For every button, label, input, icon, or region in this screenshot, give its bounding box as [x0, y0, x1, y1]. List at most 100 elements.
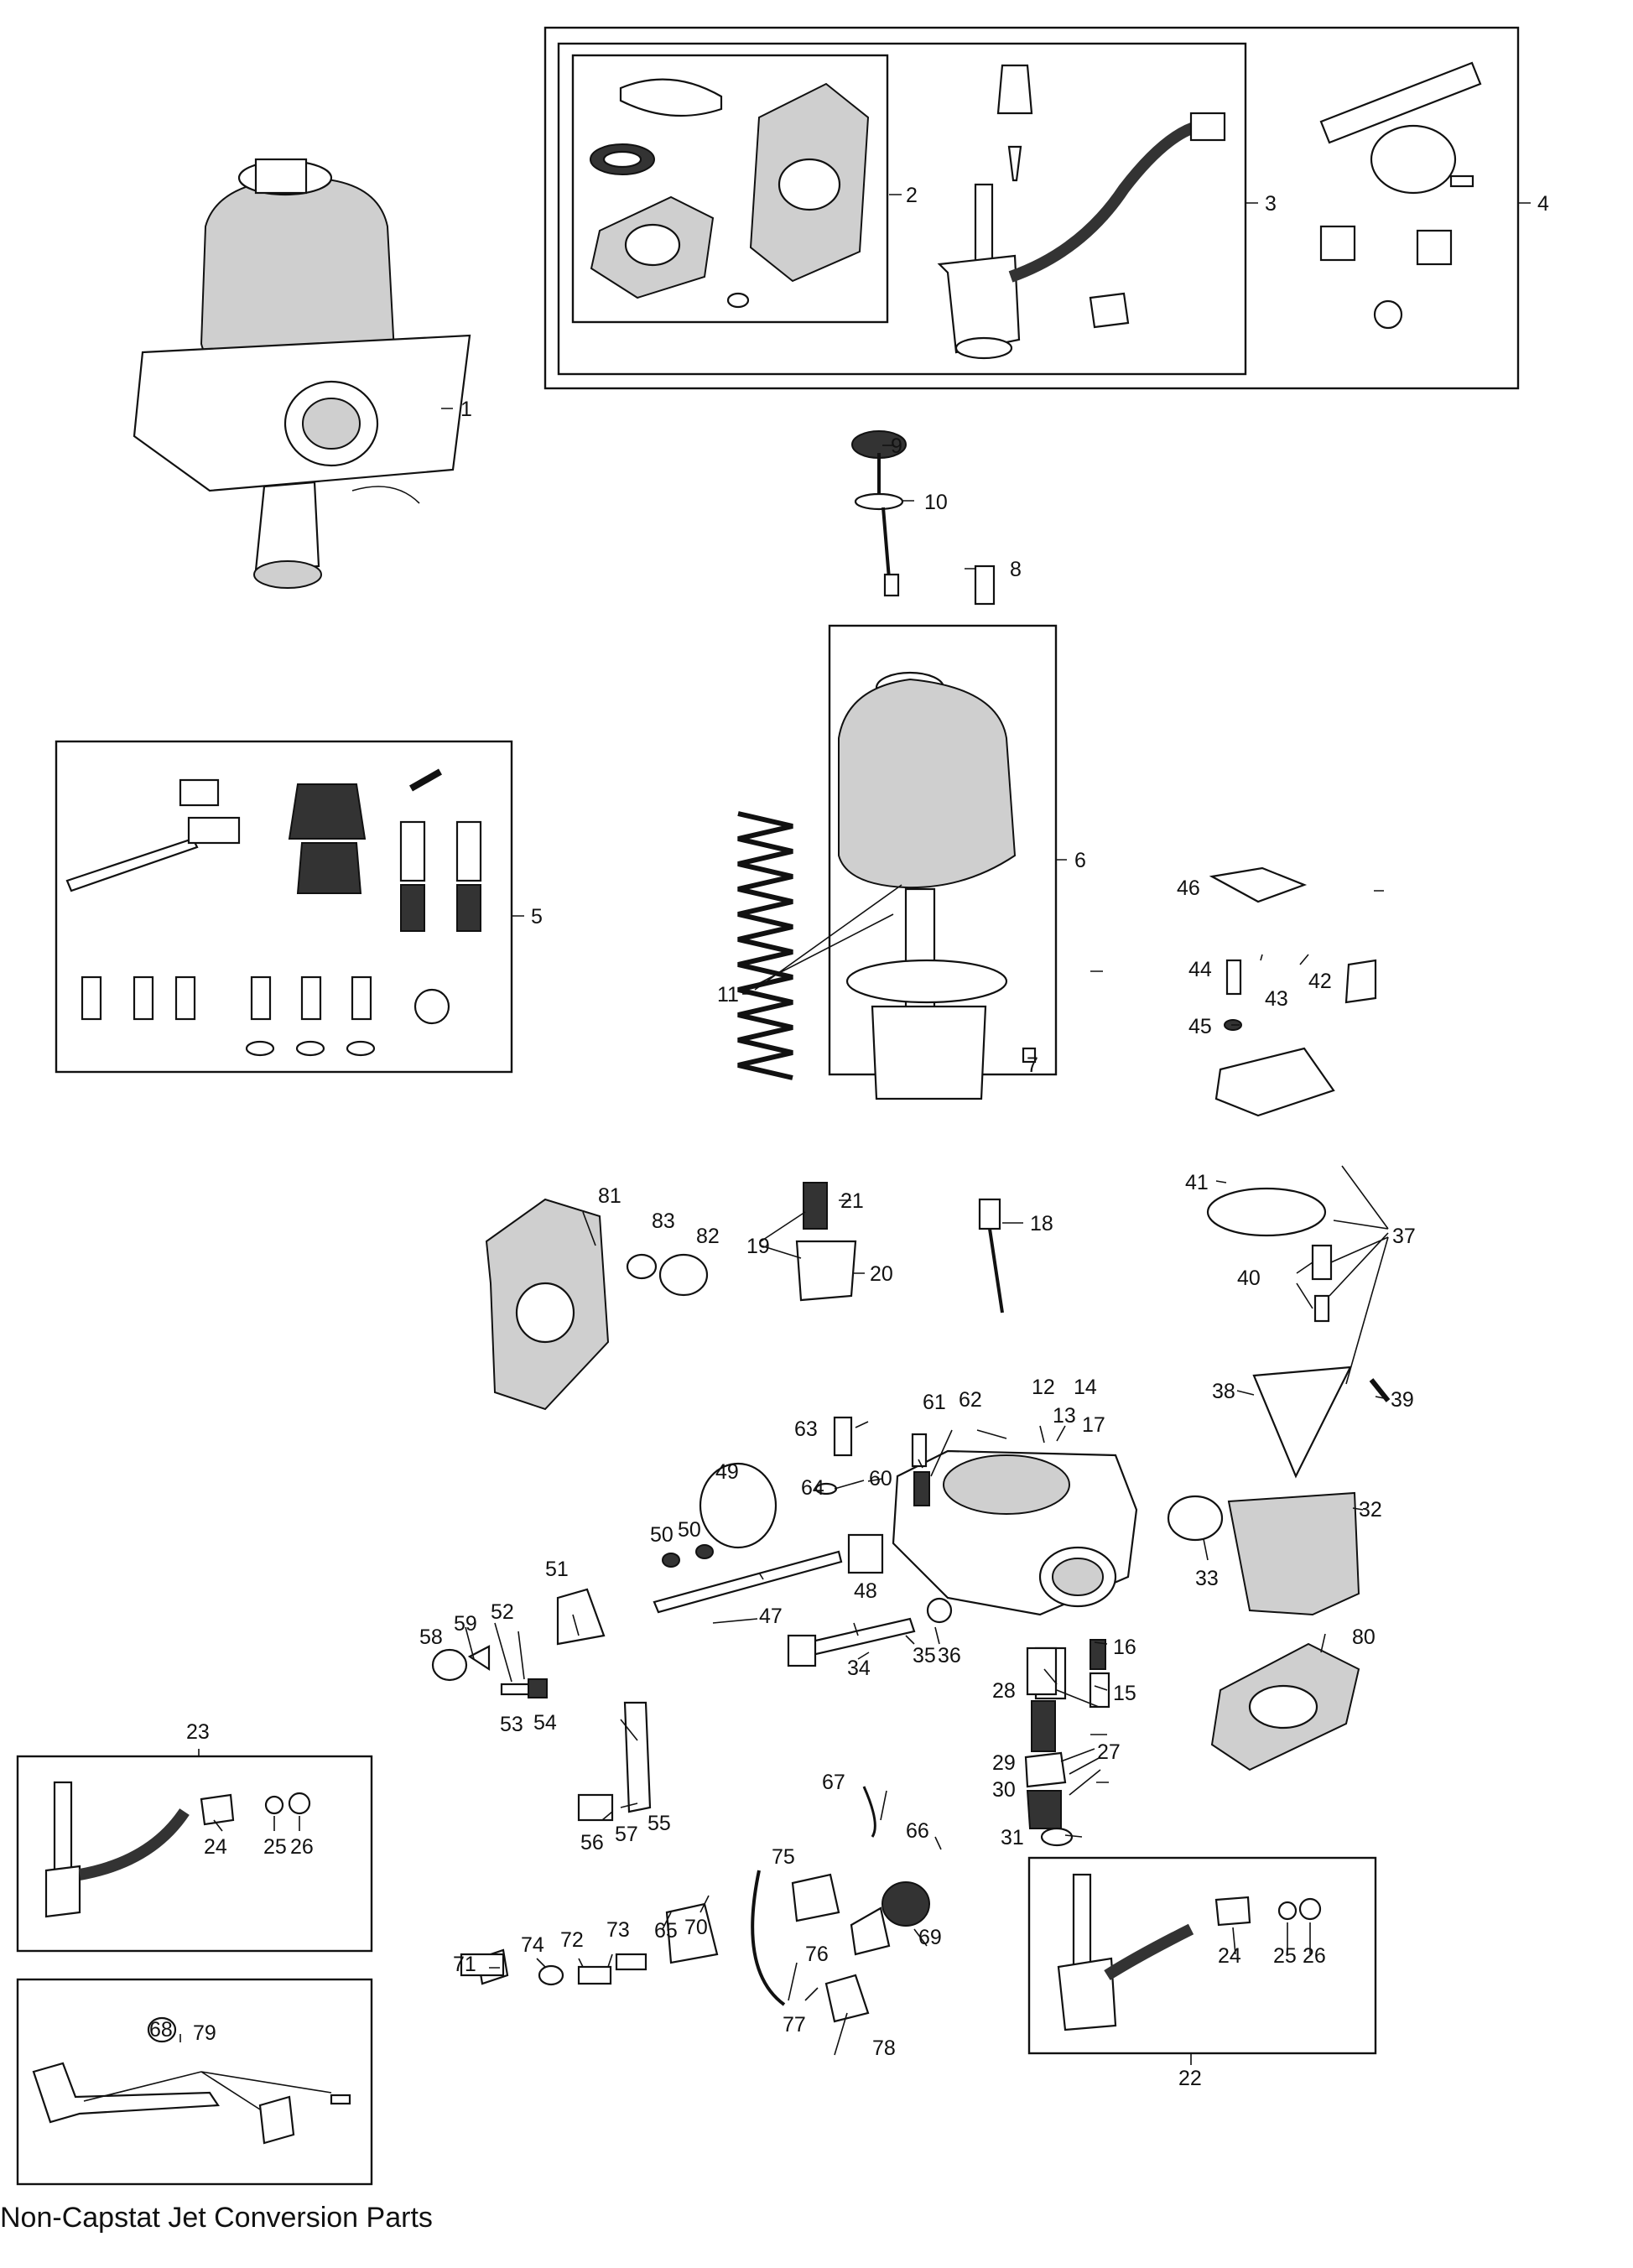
part-label: 12	[1032, 1376, 1055, 1399]
part-label: 18	[1030, 1212, 1053, 1235]
part-label: 10	[924, 491, 948, 514]
part-label: 59	[454, 1612, 477, 1636]
kit-group-box-3	[543, 26, 1520, 390]
part-label: 58	[419, 1626, 443, 1649]
part-label: 20	[870, 1262, 893, 1286]
part-label: 49	[715, 1460, 739, 1484]
part-label: 17	[1082, 1413, 1105, 1437]
bush-20-illustration	[795, 1240, 857, 1302]
jet-needle-18-illustration	[978, 1198, 1004, 1313]
part-label: 1	[460, 398, 472, 421]
part-label: 35	[913, 1644, 936, 1667]
part-label: 37	[1392, 1225, 1416, 1248]
part-label: 43	[1265, 987, 1288, 1011]
part-label: 75	[772, 1845, 795, 1869]
part-label: 32	[1359, 1498, 1382, 1522]
fast-idle-cam-illustration	[460, 1786, 930, 2023]
part-label: 36	[938, 1644, 961, 1667]
leader-lines	[83, 194, 1531, 2110]
part-label-repeat: 26	[1303, 1944, 1326, 1968]
part-label: 79	[193, 2021, 216, 2045]
part-label: 14	[1074, 1376, 1097, 1399]
part-label: 65	[654, 1919, 678, 1943]
part-label: 15	[1113, 1682, 1136, 1705]
part-label: 42	[1308, 970, 1332, 993]
part-label: 27	[1097, 1740, 1121, 1764]
jet-assembly-23-illustration	[44, 1781, 311, 1918]
float-chamber-illustration	[1167, 866, 1391, 1616]
part-label: 46	[1177, 877, 1200, 900]
part-label: 53	[500, 1713, 523, 1736]
part-label: 83	[652, 1209, 675, 1233]
part-label: 7	[1027, 1053, 1038, 1077]
part-label: 11	[717, 983, 739, 1007]
diagram-caption: Non-Capstat Jet Conversion Parts	[0, 2202, 433, 2234]
part-label: 47	[759, 1605, 783, 1628]
part-label: 54	[533, 1711, 557, 1735]
part-label: 56	[580, 1831, 604, 1854]
jet-assembly-box-23	[16, 1755, 373, 1953]
part-label: 25	[263, 1835, 287, 1859]
part-label: 82	[696, 1225, 720, 1248]
part-label: 48	[854, 1579, 877, 1603]
jet-and-needle-valve-illustration	[937, 64, 1226, 360]
linkage-kit-box	[16, 1978, 373, 2186]
part-label: 23	[186, 1720, 210, 1744]
jet-assembly-box-22	[1027, 1856, 1377, 2055]
part-label-repeat: 25	[1273, 1944, 1297, 1968]
part-label: 24	[204, 1835, 227, 1859]
part-label: 51	[545, 1558, 569, 1581]
part-label: 21	[840, 1189, 864, 1213]
spring-21-illustration	[803, 1182, 828, 1230]
part-label: 72	[560, 1928, 584, 1952]
part-label: 71	[453, 1953, 476, 1976]
part-label: 63	[794, 1418, 818, 1441]
part-label: 39	[1391, 1388, 1414, 1412]
part-label: 4	[1537, 192, 1549, 216]
jet-assembly-27-illustration	[1024, 1646, 1074, 1847]
part-label: 28	[992, 1679, 1016, 1703]
gaskets-illustration	[590, 78, 870, 309]
part-label: 3	[1265, 192, 1277, 216]
conversion-linkage-illustration	[32, 2016, 351, 2145]
part-label: 81	[598, 1184, 621, 1208]
part-label-repeat: 50	[678, 1518, 701, 1542]
part-label: 41	[1185, 1171, 1209, 1194]
part-label: 69	[918, 1926, 942, 1949]
part-label: 8	[1010, 558, 1022, 581]
part-label: 33	[1195, 1567, 1219, 1590]
part-label: 68	[149, 2018, 173, 2042]
part-number-labels: 1 2 3 4 5 6 7 8 9 10 11 12 13 14 15 16 1…	[149, 184, 1549, 2090]
part-label: 52	[491, 1600, 514, 1624]
suction-chamber-illustration	[838, 671, 1037, 1100]
part-label: 40	[1237, 1267, 1261, 1290]
part-label: 5	[531, 905, 543, 929]
part-label: 60	[869, 1467, 892, 1490]
part-label: 38	[1212, 1380, 1235, 1403]
part-label: 77	[783, 2013, 806, 2037]
piston-spring-illustration	[737, 811, 793, 1080]
carburettor-assembly-illustration	[133, 158, 471, 589]
part-label: 34	[847, 1657, 871, 1680]
part-label: 31	[1001, 1826, 1024, 1849]
part-label: 16	[1113, 1636, 1136, 1659]
part-label: 62	[959, 1388, 982, 1412]
carburettor-body-illustration	[653, 1449, 1138, 1667]
jet-assembly-22-illustration	[1057, 1873, 1322, 2031]
part-label: 76	[805, 1943, 829, 1966]
part-label: 66	[906, 1819, 929, 1843]
screw-kit-box-5	[55, 740, 513, 1074]
part-label: 57	[615, 1823, 638, 1846]
screw-kit-illustration	[65, 768, 482, 1057]
part-label: 29	[992, 1751, 1016, 1775]
gasket-group-box-2	[571, 54, 889, 324]
part-label: 6	[1074, 849, 1086, 872]
kit-group-box-2	[557, 42, 1247, 376]
part-label: 50	[650, 1523, 673, 1547]
part-label: 64	[801, 1476, 824, 1500]
part-label: 61	[923, 1391, 946, 1414]
part-label: 45	[1188, 1015, 1212, 1038]
part-label: 73	[606, 1918, 630, 1942]
part-label: 55	[647, 1812, 671, 1835]
